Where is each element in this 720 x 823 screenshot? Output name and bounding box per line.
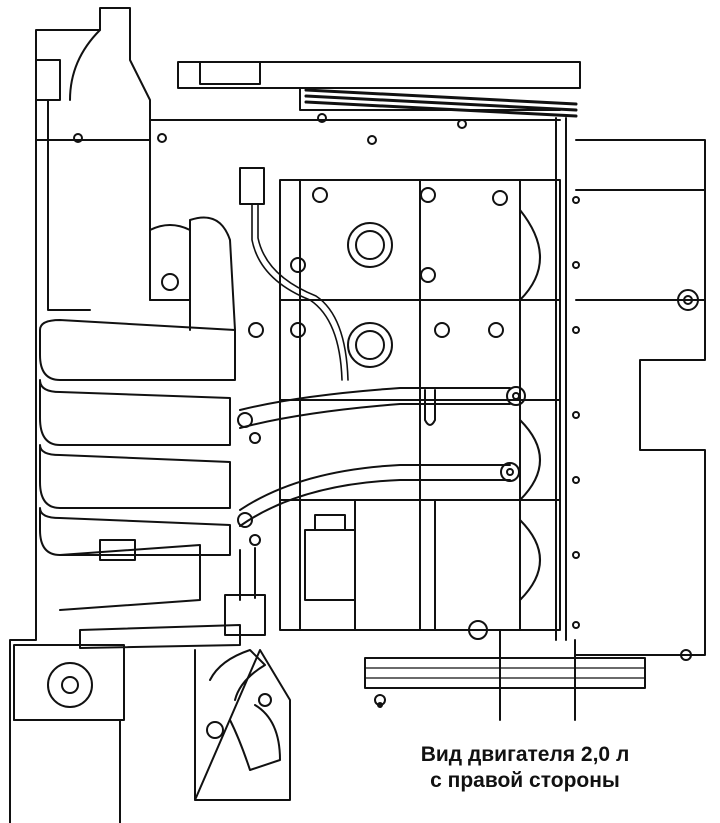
head-studs (519, 117, 580, 641)
valve-cover-top (149, 61, 581, 121)
coil-module (304, 499, 436, 631)
ring-gear (364, 620, 646, 721)
cylinder-head (279, 179, 561, 631)
lower-left-assembly (13, 539, 201, 823)
fuel-lines (239, 386, 526, 527)
thermostat-housing (79, 547, 291, 801)
caption-line-1: Вид двигателя 2,0 л (420, 743, 630, 766)
caption-line-2: с правой стороны (430, 769, 620, 792)
left-housing (9, 7, 151, 823)
figure-caption: Вид двигателя 2,0 л с правой стороны (360, 742, 690, 794)
sensor-lead (239, 167, 349, 381)
timing-cover (575, 139, 706, 661)
intake-manifold (39, 216, 264, 556)
bolts (73, 113, 467, 708)
